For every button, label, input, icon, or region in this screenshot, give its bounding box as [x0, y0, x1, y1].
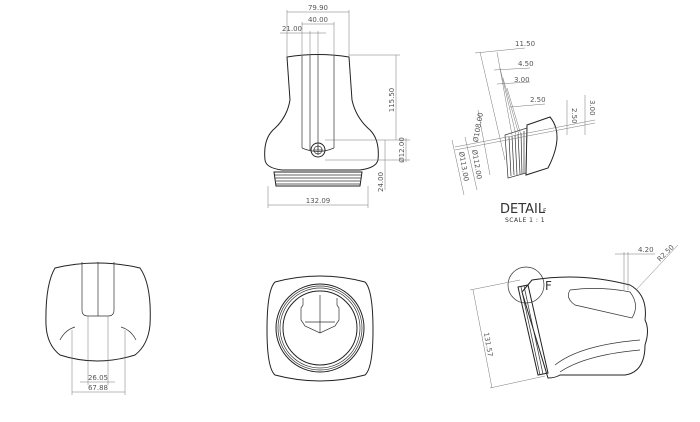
dim-side-radius: R2.50	[656, 243, 676, 263]
dim-overall-top-width: 79.90	[308, 4, 328, 12]
top-view: 26.05 67.88	[45, 262, 151, 395]
dim-detail-2-50a: 2.50	[530, 96, 546, 104]
detail-title-suffix: F	[543, 208, 547, 215]
dim-detail-11-50: 11.50	[515, 40, 535, 48]
dim-top-outer: 67.88	[88, 384, 108, 392]
detail-label-f: F	[545, 279, 552, 293]
dim-slot-width: 21.00	[282, 25, 302, 33]
detail-view: 11.50 4.50 3.00 2.50 2.50 3.00 Ø108.00 Ø…	[451, 40, 596, 224]
dim-detail-4-50: 4.50	[518, 60, 534, 68]
dim-base-height: 24.00	[377, 172, 385, 192]
dim-base-width: 132.09	[306, 197, 331, 205]
side-view: F 131.57 4.20 R2.50	[469, 243, 679, 389]
detail-circle	[507, 266, 545, 304]
dim-side-offset: 4.20	[638, 246, 654, 254]
dim-detail-3-00b: 3.00	[588, 100, 596, 116]
dim-detail-3-00: 3.00	[514, 76, 530, 84]
dim-detail-dia112: Ø112.00	[470, 149, 483, 180]
dim-height: 115.50	[388, 88, 396, 113]
dim-detail-2-50b: 2.50	[570, 108, 578, 124]
dim-detail-dia113: Ø113.00	[457, 151, 470, 182]
dim-hole-dia: Ø12.00	[398, 137, 406, 163]
bottom-view	[266, 275, 374, 382]
dim-top-inner: 26.05	[88, 374, 108, 382]
front-view: 79.90 40.00 21.00 115.50 Ø12.00 24.00 13…	[264, 4, 410, 208]
detail-scale: SCALE 1 : 1	[505, 217, 545, 224]
dim-inner-width: 40.00	[308, 16, 328, 24]
detail-title: DETAIL	[500, 202, 546, 217]
